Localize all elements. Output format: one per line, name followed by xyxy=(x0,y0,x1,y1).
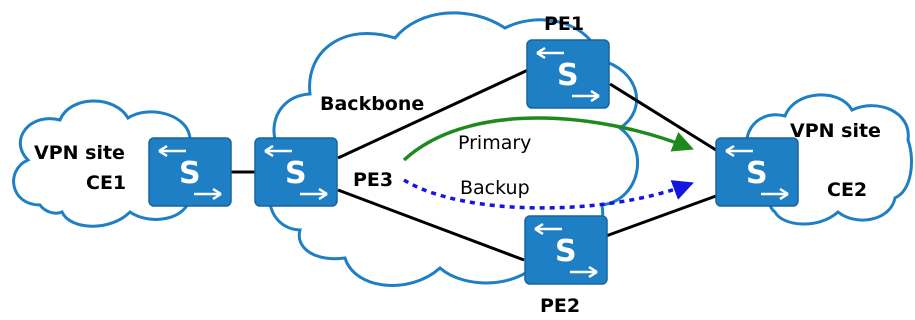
pe3-label: PE3 xyxy=(353,169,393,191)
pe1-label: PE1 xyxy=(544,13,584,35)
switch-pe1[interactable]: S xyxy=(525,38,611,110)
switch-letter: S xyxy=(285,156,307,191)
backbone-label: Backbone xyxy=(320,93,424,115)
switch-letter: S xyxy=(179,156,201,191)
switch-letter: S xyxy=(746,156,768,191)
ce1-label: CE1 xyxy=(86,172,126,194)
switch-ce1[interactable]: S xyxy=(147,136,233,208)
vpn-site-left-label: VPN site xyxy=(34,142,125,164)
switch-pe3[interactable]: S xyxy=(253,136,339,208)
switch-ce2[interactable]: S xyxy=(714,136,800,208)
backup-path-arrow xyxy=(403,178,694,210)
primary-label: Primary xyxy=(458,132,531,154)
vpn-site-right-label: VPN site xyxy=(790,120,881,142)
switch-pe2[interactable]: S xyxy=(523,214,609,286)
switch-letter: S xyxy=(555,234,577,269)
link-pe1-ce2 xyxy=(609,82,717,152)
switch-letter: S xyxy=(557,58,579,93)
links xyxy=(231,68,717,262)
backup-label: Backup xyxy=(460,177,530,199)
link-pe3-pe2 xyxy=(337,188,525,262)
link-pe3-pe1 xyxy=(337,68,529,160)
primary-path-arrow xyxy=(402,116,694,162)
pe2-label: PE2 xyxy=(540,295,580,317)
link-pe2-ce2 xyxy=(605,194,717,238)
ce2-label: CE2 xyxy=(827,179,867,201)
